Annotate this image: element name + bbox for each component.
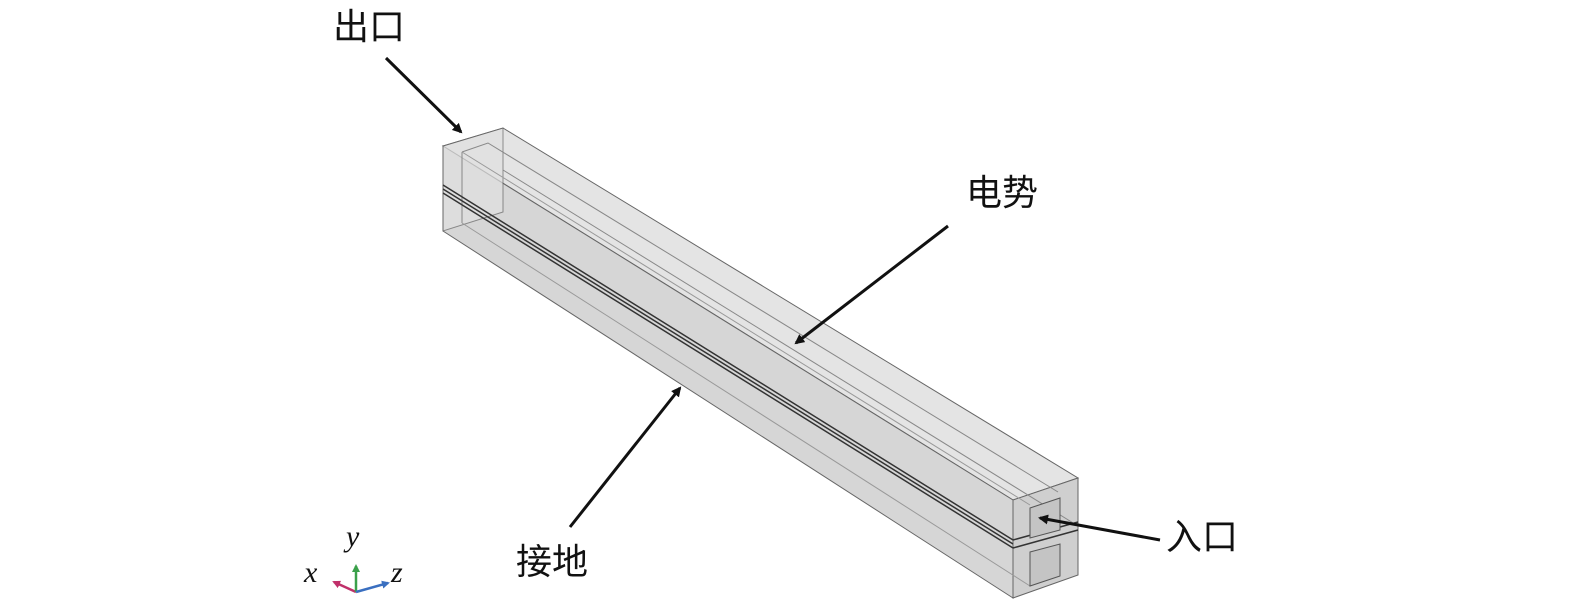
ground-label: 接地 bbox=[516, 542, 589, 583]
y-axis-label: y bbox=[346, 520, 360, 553]
x-axis-label: x bbox=[304, 556, 318, 589]
box-left-end bbox=[442, 127, 504, 232]
inlet-opening-lower bbox=[1029, 543, 1061, 587]
potential-label: 电势 bbox=[966, 173, 1039, 214]
outlet-arrow bbox=[384, 56, 463, 134]
z-axis-label: z bbox=[391, 556, 403, 589]
inlet-arrow bbox=[1038, 514, 1161, 542]
box-front-face bbox=[442, 145, 1014, 599]
x-axis-arrow-icon bbox=[332, 580, 357, 594]
z-axis-arrow-icon bbox=[355, 580, 390, 594]
channel-box bbox=[441, 127, 1080, 599]
box-end-face bbox=[1012, 477, 1079, 599]
callout-arrows bbox=[384, 56, 1161, 542]
ground-arrow bbox=[568, 386, 682, 528]
outlet-label: 出口 bbox=[333, 7, 406, 48]
inlet-label: 入口 bbox=[1166, 517, 1239, 558]
axis-triad bbox=[332, 564, 390, 594]
potential-arrow bbox=[794, 224, 949, 345]
